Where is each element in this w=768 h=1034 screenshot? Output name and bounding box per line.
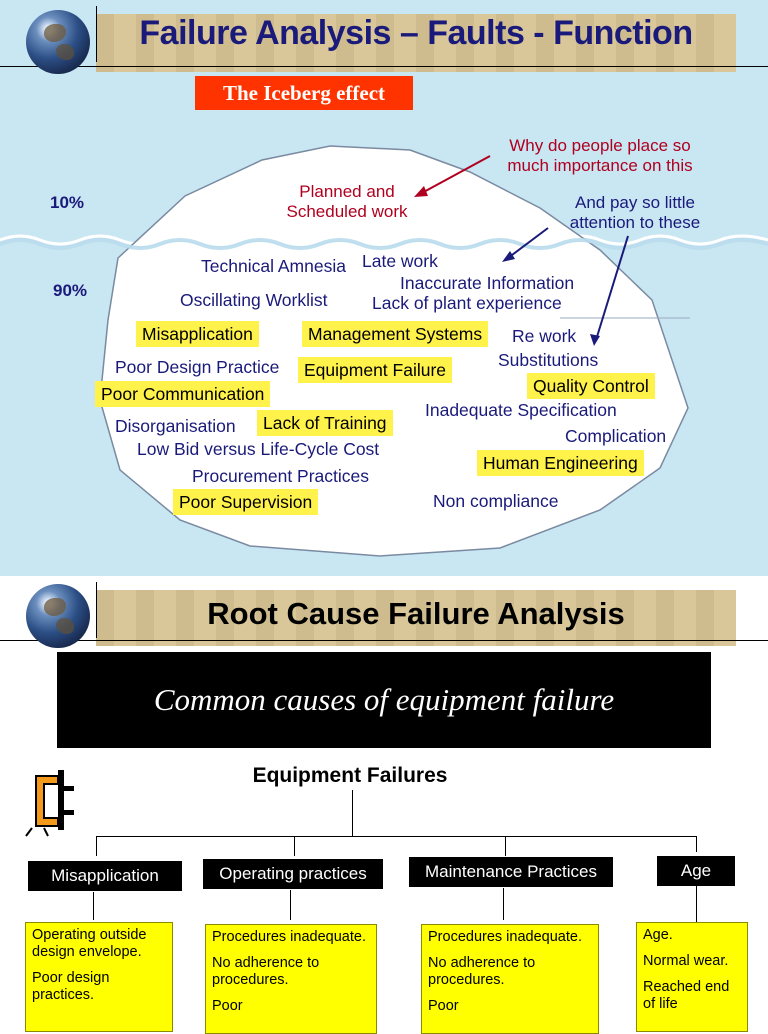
item-non-compliance: Non compliance	[433, 491, 559, 511]
cause-box-age: Age. Normal wear. Reached end of life	[636, 922, 748, 1032]
cause-box-operating: Procedures inadequate. No adherence to p…	[205, 924, 377, 1034]
cause-box-maintenance: Procedures inadequate. No adherence to p…	[421, 924, 599, 1034]
title-rule-vertical	[96, 6, 97, 62]
tree-root-connector	[352, 790, 353, 836]
item-poor-supervision: Poor Supervision	[173, 489, 319, 515]
globe-icon-2	[26, 584, 90, 648]
title-bar	[96, 14, 736, 72]
item-procurement-practices: Procurement Practices	[192, 466, 370, 486]
item-low-bid: Low Bid versus Life-Cycle Cost	[137, 439, 380, 459]
tree-drop-3	[505, 836, 506, 856]
slide-title-2: Root Cause Failure Analysis	[207, 596, 625, 631]
item-management-systems: Management Systems	[302, 321, 489, 347]
title-rule-horizontal	[0, 66, 768, 67]
arrow-why	[419, 155, 491, 195]
iceberg-slide: Failure Analysis – Faults - Function The…	[0, 0, 768, 576]
item-re-work: Re work	[512, 326, 577, 346]
percent-above: 10%	[50, 193, 85, 212]
item-inaccurate-information: Inaccurate Information	[400, 273, 575, 293]
tree-drop-1	[96, 836, 97, 856]
arrow-pay-2	[595, 235, 629, 341]
item-disorganisation: Disorganisation	[115, 416, 236, 436]
item-misapplication: Misapplication	[136, 321, 259, 347]
item-substitutions: Substitutions	[498, 350, 599, 370]
item-technical-amnesia: Technical Amnesia	[201, 256, 346, 276]
arrowhead-why	[414, 186, 428, 197]
item-lack-of-training: Lack of Training	[257, 410, 393, 436]
title-rule-vertical-2	[96, 582, 97, 638]
category-operating-practices: Operating practices	[203, 859, 383, 889]
title-bar-2	[96, 590, 736, 646]
arrowhead-pay-1	[502, 251, 515, 262]
title-rule-horizontal-2	[0, 640, 768, 641]
tree-drop-4	[696, 836, 697, 852]
box-connector-1	[93, 892, 94, 920]
tree-branch	[96, 836, 696, 837]
iceberg-badge: The Iceberg effect	[195, 76, 413, 110]
item-lack-plant-experience: Lack of plant experience	[372, 293, 562, 313]
slide-title: Failure Analysis – Faults - Function	[139, 14, 693, 52]
arrowhead-pay-2	[590, 334, 600, 346]
arrow-pay-1	[507, 227, 549, 259]
iceberg-graphic	[0, 145, 768, 557]
item-inadequate-specification: Inadequate Specification	[425, 400, 617, 420]
cause-box-misapplication: Operating outside design envelope. Poor …	[25, 922, 173, 1032]
item-poor-design-practice: Poor Design Practice	[115, 357, 280, 377]
causes-banner: Common causes of equipment failure	[57, 652, 711, 748]
box-connector-2	[290, 890, 291, 920]
category-age: Age	[657, 856, 735, 886]
item-equipment-failure: Equipment Failure	[298, 357, 453, 383]
globe-icon	[26, 10, 90, 74]
tree-root-title: Equipment Failures	[252, 764, 448, 787]
item-human-engineering: Human Engineering	[477, 450, 644, 476]
box-connector-4	[696, 886, 697, 922]
category-maintenance-practices: Maintenance Practices	[409, 857, 613, 887]
item-quality-control: Quality Control	[527, 373, 655, 399]
waterline-wave-front	[0, 238, 768, 250]
tree-drop-2	[294, 836, 295, 856]
clamp-icon	[25, 770, 74, 837]
category-misapplication: Misapplication	[28, 861, 182, 891]
item-late-work: Late work	[362, 251, 438, 271]
item-complication: Complication	[565, 426, 667, 446]
box-connector-3	[503, 888, 504, 920]
item-poor-communication: Poor Communication	[95, 381, 271, 407]
percent-below: 90%	[53, 281, 88, 300]
item-oscillating-worklist: Oscillating Worklist	[180, 290, 328, 310]
